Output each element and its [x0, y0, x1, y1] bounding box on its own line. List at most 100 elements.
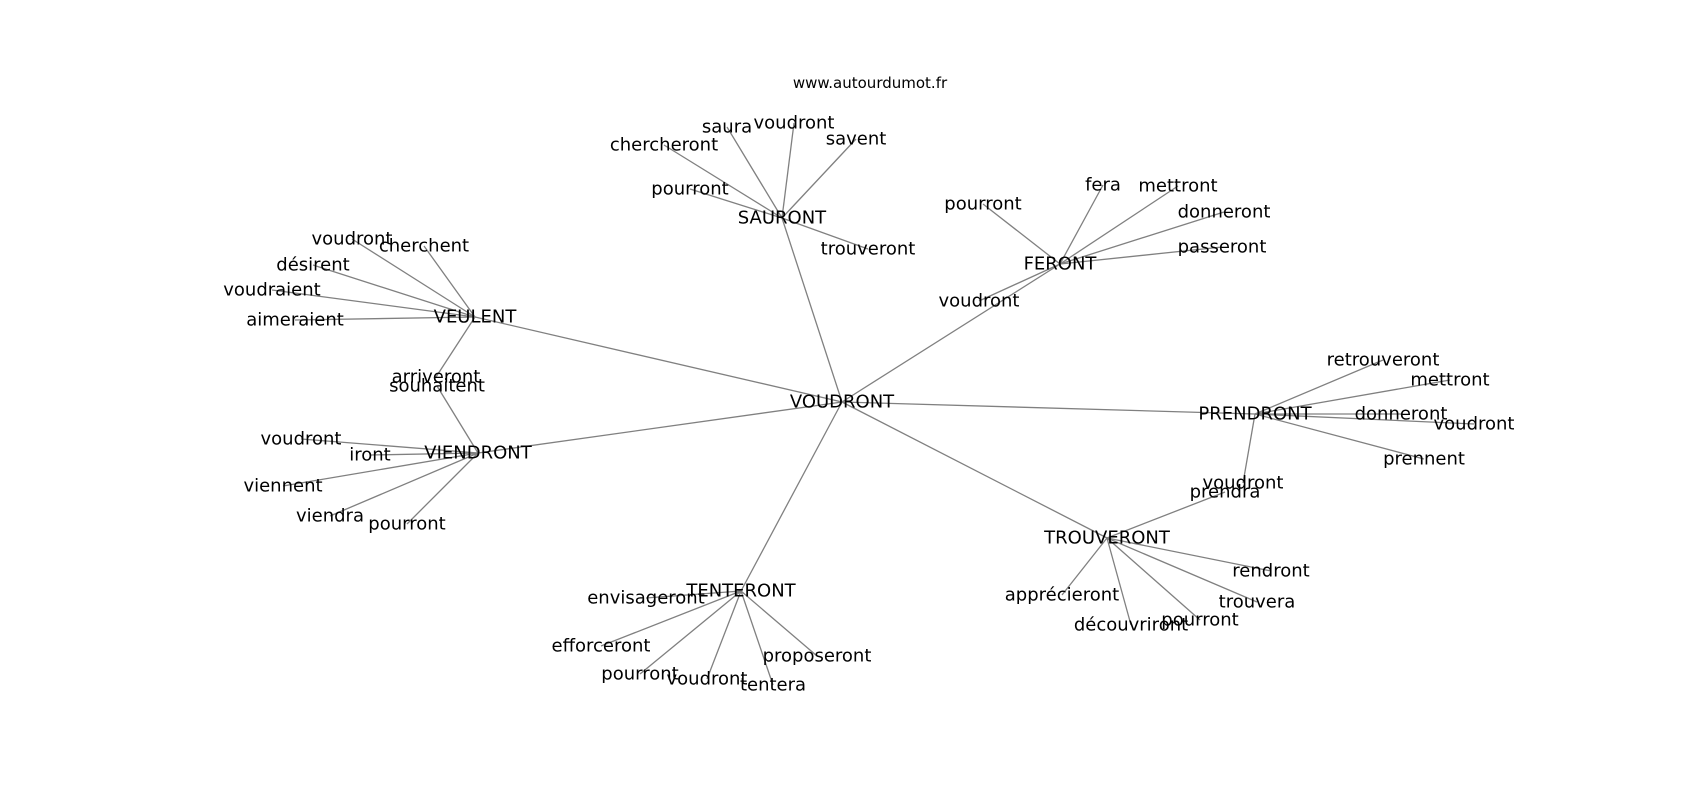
edge-veulent-leaf — [351, 238, 476, 318]
leaf-node-label: pourront — [944, 194, 1021, 215]
edge-feront-leaf — [982, 203, 1061, 265]
leaf-node-label: apprécieront — [1005, 585, 1119, 606]
leaf-node-label: mettront — [1138, 176, 1217, 197]
edge-tenteront-leaf — [645, 590, 742, 599]
leaf-node-label: efforceront — [552, 636, 651, 657]
edge-sauront-leaf — [689, 188, 783, 219]
leaf-node-label: aimeraient — [246, 310, 344, 331]
edge-feront-leaf — [978, 263, 1061, 302]
leaf-node-label: saura — [702, 117, 752, 138]
edge-center-sauront — [781, 217, 843, 403]
edge-viendront-leaf — [282, 452, 479, 487]
center-node-label: VOUDRONT — [790, 392, 895, 413]
edge-center-prendront — [841, 401, 1256, 415]
edge-feront-leaf — [1059, 211, 1225, 265]
leaf-node-label: viendra — [296, 506, 364, 527]
edge-feront-leaf — [1059, 246, 1223, 265]
hub-node-label-sauront: SAURONT — [738, 208, 827, 229]
leaf-node-label: proposeront — [763, 646, 872, 667]
edge-viendront-leaf — [300, 438, 479, 454]
edge-sauront-leaf — [781, 122, 795, 219]
leaf-node-label: souhaitent — [389, 376, 485, 397]
hub-node-label-feront: FERONT — [1024, 254, 1098, 275]
hub-node-label-trouveront: TROUVERONT — [1043, 528, 1171, 549]
leaf-node-label: pourront — [368, 514, 445, 535]
leaf-node-label: pourront — [601, 664, 678, 685]
leaf-node-label: donneront — [1355, 404, 1448, 425]
leaf-node-label: voudraient — [223, 280, 320, 301]
leaf-node-label: retrouveront — [1327, 350, 1440, 371]
edge-sauront-leaf — [781, 138, 857, 219]
edge-prendront-leaf — [1254, 359, 1384, 415]
leaf-node-label: cherchent — [379, 236, 469, 257]
edge-center-veulent — [474, 316, 843, 403]
edge-prendront-leaf — [1254, 413, 1475, 425]
edge-trouveront-leaf — [1106, 491, 1226, 539]
leaf-node-label: prendra — [1190, 482, 1261, 503]
leaf-node-label: voudront — [667, 669, 748, 690]
edge-veulent-leaf — [271, 289, 476, 318]
edge-veulent-leaf — [435, 316, 476, 378]
hub-node-label-tenteront: TENTERONT — [685, 581, 796, 602]
edge-feront-leaf — [1059, 184, 1104, 265]
edge-center-viendront — [477, 401, 843, 454]
leaf-node-label: pourront — [651, 179, 728, 200]
edge-prendront-leaf — [1242, 413, 1256, 484]
edge-center-feront — [841, 263, 1061, 403]
edge-prendront-leaf — [1254, 379, 1451, 415]
hub-node-label-prendront: PRENDRONT — [1198, 404, 1312, 425]
edge-trouveront-leaf — [1106, 537, 1258, 603]
source-label: www.autourdumot.fr — [793, 74, 948, 92]
leaf-node-label: rendront — [1232, 561, 1309, 582]
edge-center-tenteront — [740, 401, 843, 592]
edge-tenteront-leaf — [740, 590, 774, 686]
leaf-node-label: pourront — [1161, 610, 1238, 631]
leaf-node-label: passeront — [1178, 237, 1267, 258]
edge-sauront-leaf — [726, 126, 783, 219]
leaf-node-label: voudront — [754, 113, 835, 134]
edge-viendront-leaf — [369, 452, 479, 456]
leaf-node-label: arriveront — [392, 367, 481, 388]
leaf-node-label: viennent — [243, 476, 322, 497]
edge-trouveront-leaf — [1106, 537, 1272, 572]
edge-feront-leaf — [1059, 185, 1179, 265]
leaf-node-label: trouveront — [821, 239, 916, 260]
leaf-node-label: tentera — [740, 675, 806, 696]
edge-center-trouveront — [841, 401, 1108, 539]
edge-viendront-leaf — [329, 452, 479, 517]
edge-trouveront-leaf — [1061, 537, 1108, 596]
leaf-node-label: trouvera — [1219, 592, 1296, 613]
edge-sauront-leaf — [781, 217, 869, 250]
edge-veulent-leaf — [294, 316, 476, 321]
leaf-node-label: découvriront — [1074, 615, 1188, 636]
edge-trouveront-leaf — [1106, 537, 1201, 621]
edge-viendront-leaf — [436, 385, 479, 454]
edge-viendront-leaf — [406, 452, 479, 525]
edge-veulent-leaf — [423, 245, 476, 318]
edge-tenteront-leaf — [600, 590, 742, 647]
leaf-node-label: fera — [1085, 175, 1121, 196]
leaf-node-label: mettront — [1410, 370, 1489, 391]
leaf-node-label: prennent — [1383, 449, 1465, 470]
edge-trouveront-leaf — [1106, 537, 1132, 626]
edge-sauront-leaf — [663, 144, 783, 219]
leaf-node-label: envisageront — [587, 588, 705, 609]
leaf-node-label: voudront — [1434, 414, 1515, 435]
leaf-node-label: voudront — [1203, 473, 1284, 494]
edge-veulent-leaf — [312, 264, 476, 318]
leaf-node-label: désirent — [276, 255, 349, 276]
graph-edges — [271, 122, 1475, 686]
edge-tenteront-leaf — [639, 590, 742, 675]
leaf-node-label: donneront — [1178, 202, 1271, 223]
leaf-node-label: chercheront — [610, 135, 718, 156]
hub-node-label-viendront: VIENDRONT — [424, 443, 532, 464]
leaf-node-label: voudront — [312, 229, 393, 250]
leaf-node-label: voudront — [939, 291, 1020, 312]
leaf-node-label: savent — [826, 129, 887, 150]
leaf-node-label: iront — [349, 445, 390, 466]
edge-tenteront-leaf — [740, 590, 818, 657]
edge-tenteront-leaf — [706, 590, 742, 680]
edge-prendront-leaf — [1254, 413, 1425, 460]
